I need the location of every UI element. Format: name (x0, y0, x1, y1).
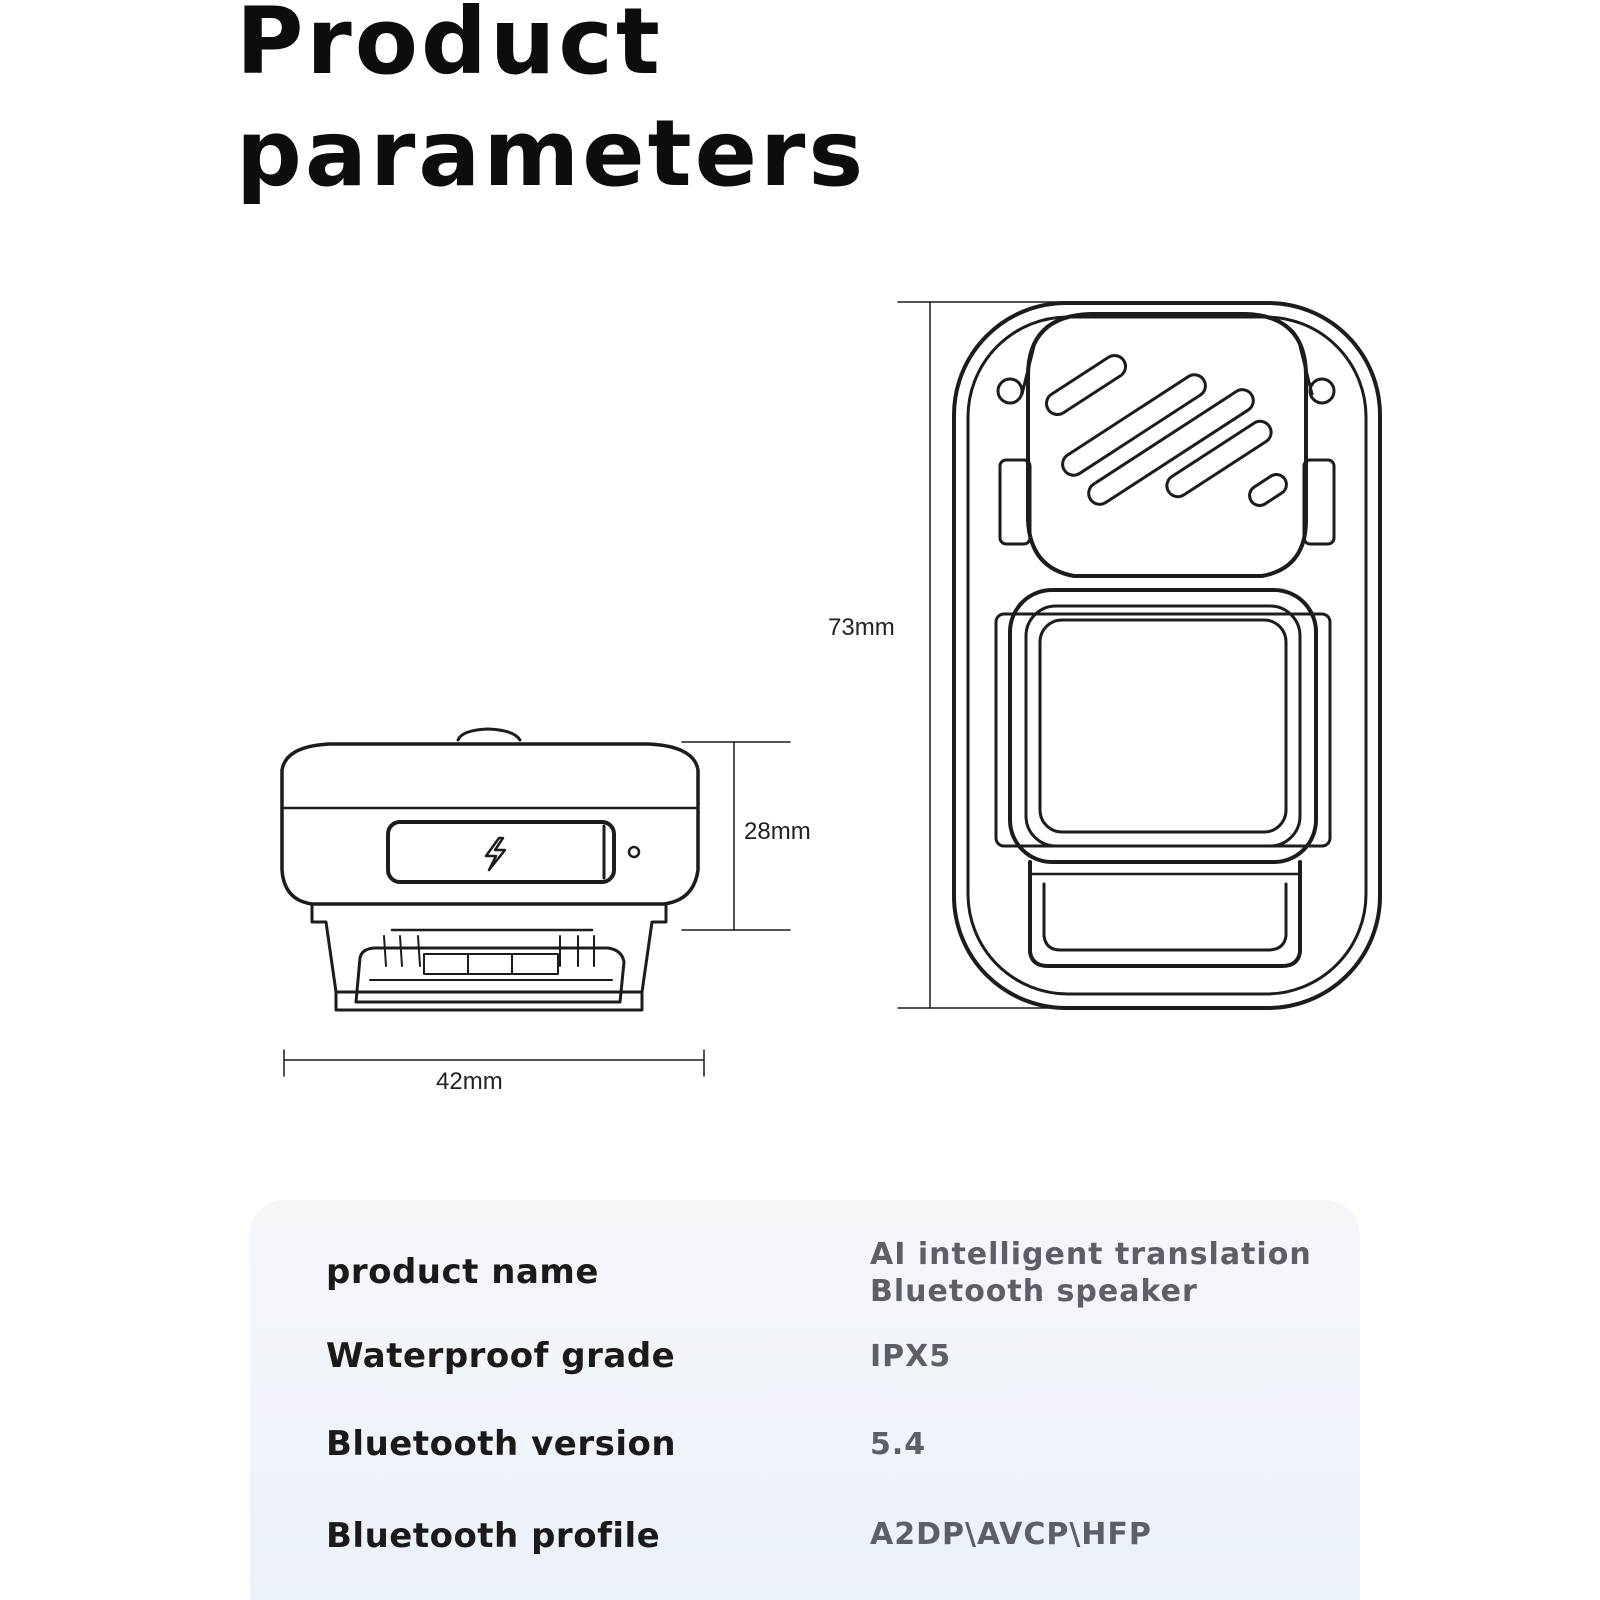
dimension-width-label: 42mm (436, 1068, 503, 1095)
spec-value: A2DP\AVCP\HFP (870, 1516, 1152, 1553)
spec-value-line-1: IPX5 (870, 1339, 952, 1374)
spec-value-line-2: Bluetooth speaker (870, 1274, 1198, 1309)
spec-value: AI intelligent translation Bluetooth spe… (870, 1236, 1312, 1310)
dimension-height-label: 28mm (744, 818, 811, 845)
spec-key: product name (326, 1252, 599, 1292)
dimension-length-label: 73mm (828, 614, 895, 641)
spec-value: IPX5 (870, 1338, 951, 1375)
spec-key: Bluetooth profile (326, 1516, 661, 1556)
side-view-drawing (280, 727, 791, 1077)
front-view-drawing (897, 301, 1382, 1010)
spec-key: Waterproof grade (326, 1336, 676, 1376)
title-line-1: Product (236, 0, 663, 95)
page-title: Product parameters (236, 0, 866, 210)
spec-value-line-1: A2DP\AVCP\HFP (870, 1517, 1152, 1552)
spec-value-line-1: 5.4 (870, 1427, 927, 1462)
lightning-icon (484, 836, 507, 872)
spec-table: product name AI intelligent translation … (250, 1200, 1360, 1600)
spec-value-line-1: AI intelligent translation (870, 1237, 1312, 1272)
spec-key: Bluetooth version (326, 1424, 677, 1464)
product-drawings (280, 301, 1382, 1077)
title-line-2: parameters (236, 100, 867, 207)
spec-value: 5.4 (870, 1426, 926, 1463)
